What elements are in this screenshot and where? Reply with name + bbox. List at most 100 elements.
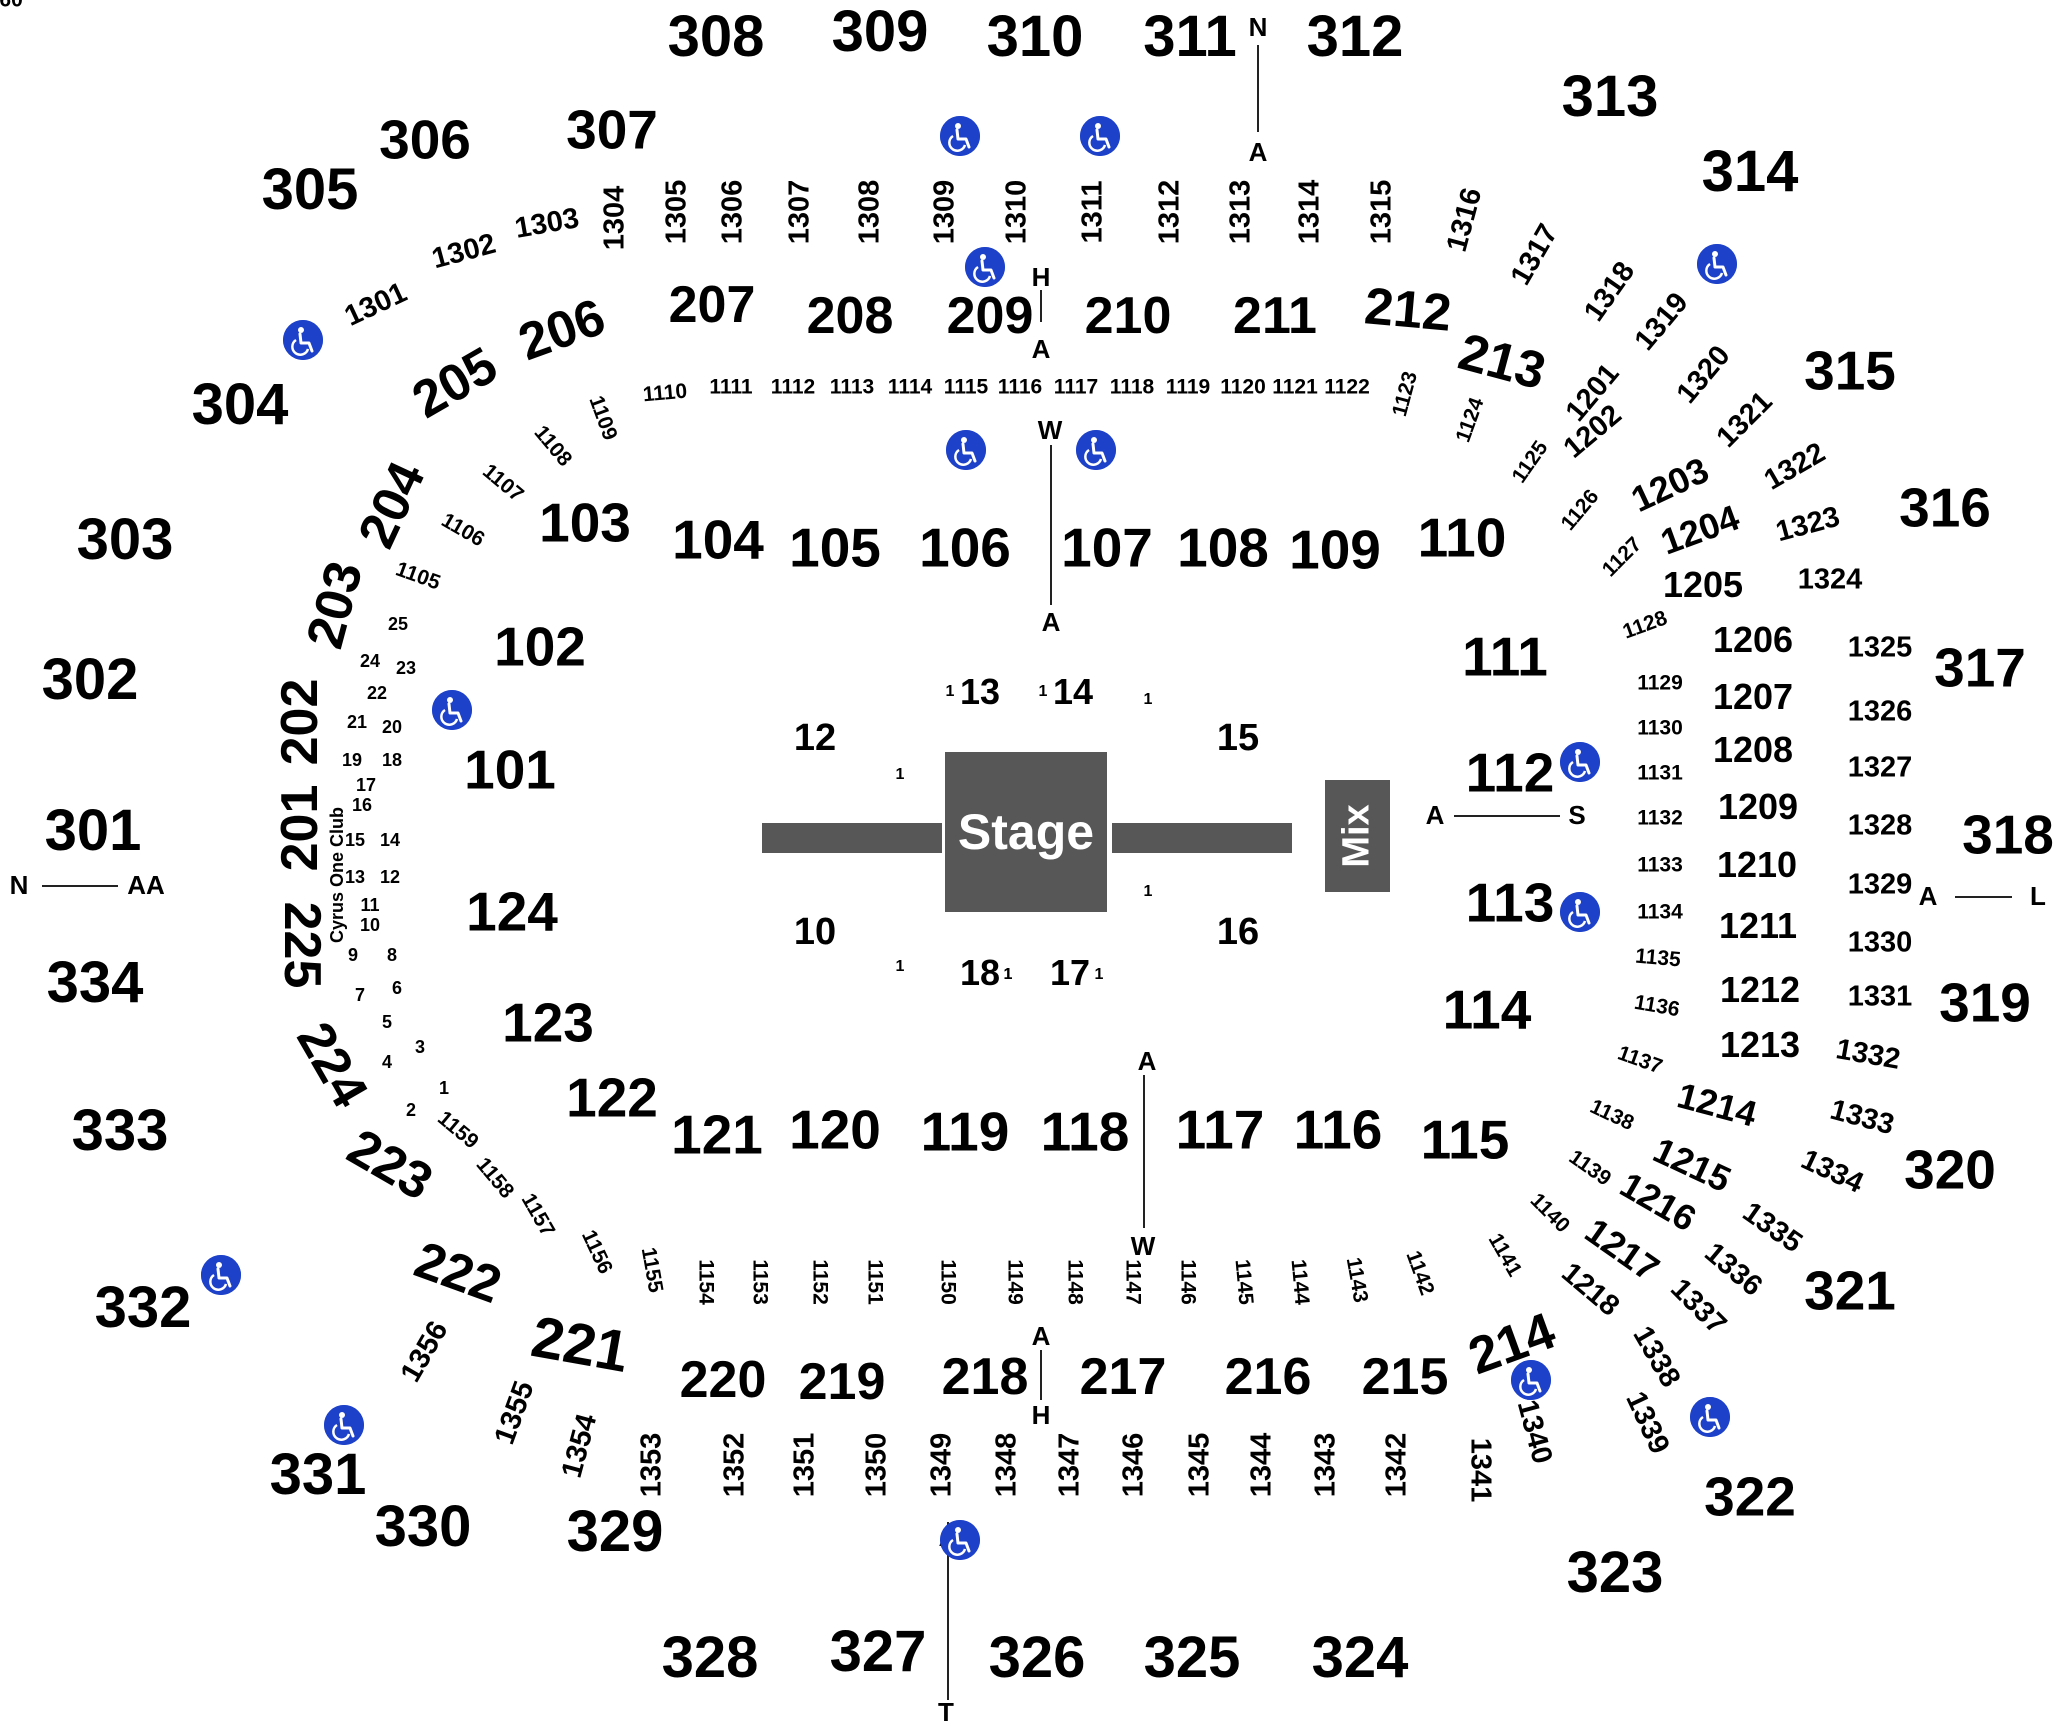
section-1314[interactable]: 1314: [1293, 179, 1326, 245]
section-1117[interactable]: 1117: [1053, 375, 1099, 399]
section-311[interactable]: 311: [1143, 4, 1237, 69]
section-114[interactable]: 114: [1442, 978, 1532, 1041]
section-322[interactable]: 322: [1704, 1465, 1796, 1528]
section-1137[interactable]: 1137: [1614, 1041, 1666, 1079]
section-1134[interactable]: 1134: [1637, 900, 1683, 924]
section-1106[interactable]: 1106: [437, 508, 489, 552]
section-215[interactable]: 215: [1361, 1348, 1449, 1406]
stage-runway-left[interactable]: [762, 823, 942, 853]
floor-row-marker[interactable]: 1: [895, 766, 905, 783]
section-326[interactable]: 326: [988, 1625, 1086, 1690]
section-328[interactable]: 328: [661, 1625, 759, 1690]
section-1320[interactable]: 1320: [1670, 339, 1737, 410]
club-seat-13[interactable]: 13: [344, 867, 366, 887]
club-seat-21[interactable]: 21: [346, 712, 368, 732]
section-320[interactable]: 320: [1904, 1138, 1996, 1201]
section-1147[interactable]: 1147: [1121, 1259, 1145, 1305]
section-1310[interactable]: 1310: [1000, 179, 1033, 245]
floor-row-marker[interactable]: 1: [1003, 966, 1013, 983]
floor-row-marker[interactable]: 1: [1094, 966, 1104, 983]
section-308[interactable]: 308: [667, 4, 765, 69]
section-119[interactable]: 119: [920, 1100, 1010, 1163]
section-1107[interactable]: 1107: [478, 459, 528, 507]
floor-section-15[interactable]: 15: [1216, 717, 1260, 759]
floor-section-14[interactable]: 14: [1052, 671, 1094, 712]
section-1344[interactable]: 1344: [1245, 1432, 1278, 1498]
section-110[interactable]: 110: [1417, 506, 1507, 569]
section-1121[interactable]: 1121: [1272, 375, 1318, 399]
section-1327[interactable]: 1327: [1847, 751, 1913, 784]
club-seat-23[interactable]: 23: [395, 658, 417, 678]
section-1118[interactable]: 1118: [1109, 375, 1155, 399]
section-1133[interactable]: 1133: [1637, 853, 1683, 877]
section-1317[interactable]: 1317: [1504, 218, 1565, 291]
section-1308[interactable]: 1308: [853, 179, 886, 245]
section-122[interactable]: 122: [566, 1066, 658, 1129]
section-1135[interactable]: 1135: [1634, 944, 1682, 972]
section-105[interactable]: 105: [789, 516, 881, 579]
section-302[interactable]: 302: [41, 647, 139, 712]
club-seat-9[interactable]: 9: [347, 945, 359, 965]
club-seat-19[interactable]: 19: [341, 750, 363, 770]
club-seat-3[interactable]: 3: [414, 1037, 426, 1057]
section-1125[interactable]: 1125: [1507, 436, 1553, 488]
club-seat-1[interactable]: 1: [438, 1078, 450, 1098]
club-seat-15[interactable]: 15: [344, 830, 366, 850]
club-seat-18[interactable]: 18: [381, 750, 403, 770]
section-1141[interactable]: 1141: [1483, 1229, 1527, 1281]
section-318[interactable]: 318: [1962, 803, 2054, 866]
section-1333[interactable]: 1333: [1826, 1093, 1898, 1142]
section-1126[interactable]: 1126: [1556, 485, 1604, 535]
section-1354[interactable]: 1354: [555, 1410, 604, 1482]
section-314[interactable]: 314: [1701, 139, 1799, 204]
club-seat-12[interactable]: 12: [379, 867, 401, 887]
section-208[interactable]: 208: [806, 287, 894, 345]
section-1328[interactable]: 1328: [1847, 809, 1913, 842]
section-1306[interactable]: 1306: [716, 179, 749, 245]
section-1205[interactable]: 1205: [1662, 564, 1744, 605]
section-1211[interactable]: 1211: [1718, 905, 1798, 946]
section-1159[interactable]: 1159: [433, 1106, 483, 1154]
section-1122[interactable]: 1122: [1324, 375, 1370, 399]
section-1127[interactable]: 1127: [1597, 532, 1647, 582]
section-102[interactable]: 102: [494, 615, 586, 678]
section-224[interactable]: 224: [285, 1012, 379, 1118]
section-323[interactable]: 323: [1566, 1540, 1664, 1605]
section-1352[interactable]: 1352: [718, 1432, 751, 1498]
section-1142[interactable]: 1142: [1401, 1247, 1439, 1299]
section-1208[interactable]: 1208: [1712, 729, 1794, 770]
section-301[interactable]: 301: [44, 798, 142, 863]
section-1355[interactable]: 1355: [488, 1377, 541, 1449]
section-104[interactable]: 104: [672, 508, 764, 571]
section-1157[interactable]: 1157: [516, 1189, 560, 1241]
section-1115[interactable]: 1115: [943, 375, 989, 399]
club-seat-22[interactable]: 22: [366, 683, 388, 703]
section-1116[interactable]: 1116: [997, 375, 1043, 399]
section-1209[interactable]: 1209: [1717, 786, 1799, 827]
section-325[interactable]: 325: [1143, 1625, 1241, 1690]
section-1336[interactable]: 1336: [1698, 1236, 1769, 1303]
section-212[interactable]: 212: [1362, 277, 1454, 343]
floor-row-marker[interactable]: 1: [1003, 966, 1013, 983]
section-1144[interactable]: 1144: [1286, 1258, 1314, 1306]
section-116[interactable]: 116: [1293, 1098, 1383, 1161]
section-1330[interactable]: 1330: [1847, 926, 1913, 959]
section-1326[interactable]: 1326: [1847, 695, 1913, 728]
section-1160[interactable]: 1160: [0, 0, 23, 12]
section-1156[interactable]: 1156: [576, 1226, 618, 1278]
floor-section-13[interactable]: 13: [959, 671, 1001, 712]
floor-row-marker[interactable]: 1: [1143, 691, 1153, 708]
section-1151[interactable]: 1151: [863, 1259, 887, 1305]
section-107[interactable]: 107: [1061, 516, 1153, 579]
section-321[interactable]: 321: [1804, 1259, 1896, 1322]
section-1136[interactable]: 1136: [1632, 990, 1682, 1022]
section-205[interactable]: 205: [402, 336, 508, 430]
section-1213[interactable]: 1213: [1719, 1024, 1801, 1065]
section-202[interactable]: 202: [271, 678, 329, 766]
section-1109[interactable]: 1109: [584, 392, 622, 444]
section-1346[interactable]: 1346: [1117, 1432, 1150, 1498]
section-1210[interactable]: 1210: [1716, 844, 1798, 885]
club-seat-25[interactable]: 25: [387, 614, 409, 634]
section-330[interactable]: 330: [374, 1494, 472, 1559]
section-1312[interactable]: 1312: [1153, 179, 1186, 245]
